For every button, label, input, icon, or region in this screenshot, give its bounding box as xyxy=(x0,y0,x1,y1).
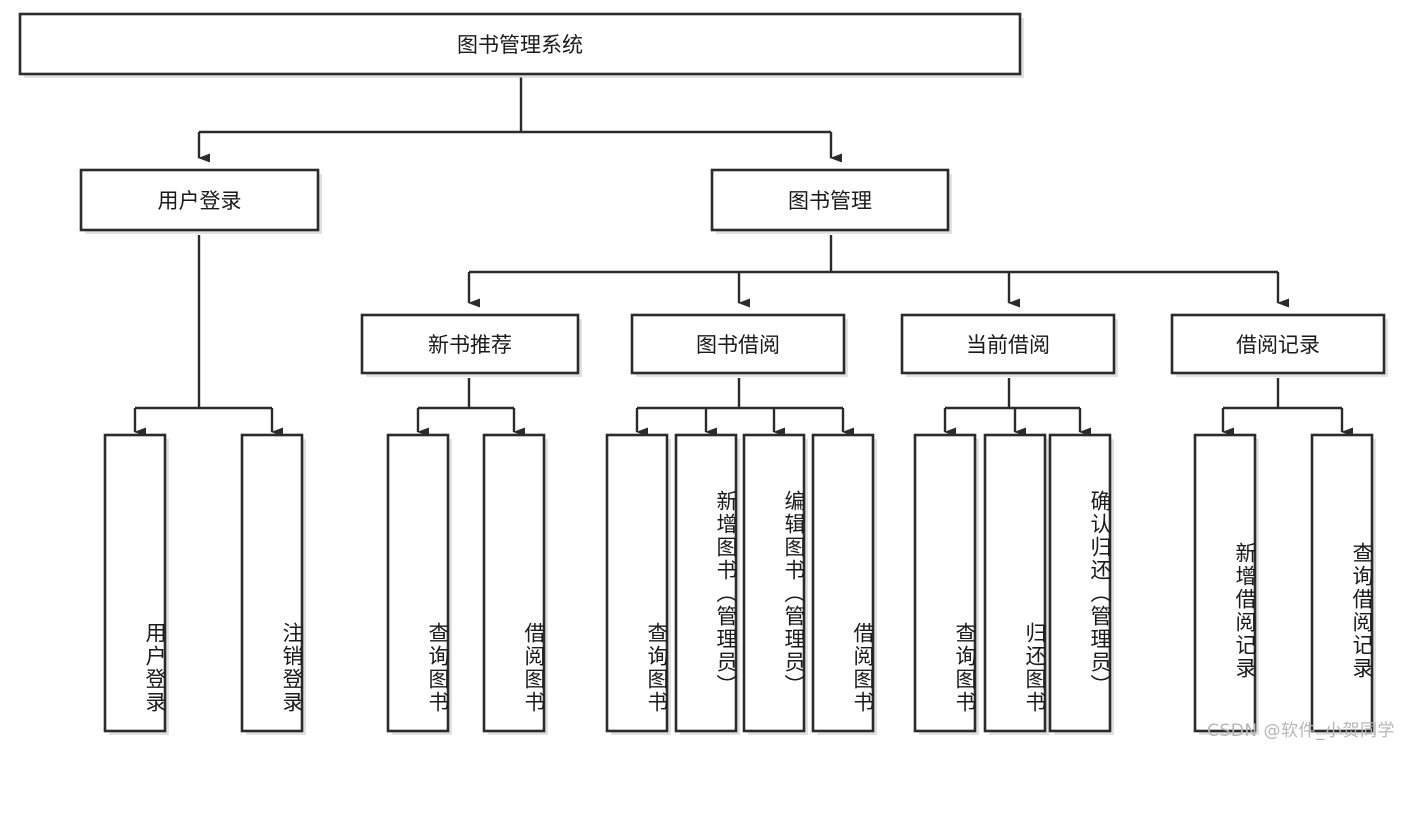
connector-borrowrecord-to-leaves xyxy=(1221,378,1353,437)
connector-bookborrow-to-leaves xyxy=(635,378,854,437)
node-leaf-add-book[interactable] xyxy=(674,433,740,735)
node-leaf-borrow-book-2[interactable] xyxy=(811,433,877,735)
node-leaf-add-record[interactable] xyxy=(1193,433,1259,735)
connector-bookmanage-to-level3 xyxy=(467,235,1289,308)
node-leaf-logout-login[interactable] xyxy=(240,433,306,735)
connector-currentborrow-to-leaves xyxy=(943,378,1091,437)
connector-root-to-level2 xyxy=(197,77,842,163)
connector-userlogin-to-leaves xyxy=(133,235,283,437)
connector-newbook-to-leaves xyxy=(416,378,525,437)
node-root[interactable] xyxy=(18,12,1024,78)
node-leaf-borrow-book-1[interactable] xyxy=(482,433,548,735)
watermark-text: CSDN @软件_小贺同学 xyxy=(1207,721,1395,741)
node-borrow-record[interactable] xyxy=(1170,313,1388,377)
node-leaf-query-book-3[interactable] xyxy=(913,433,979,735)
node-book-manage[interactable] xyxy=(710,168,952,234)
node-book-borrow[interactable] xyxy=(630,313,848,377)
node-leaf-return-book[interactable] xyxy=(983,433,1049,735)
node-leaf-confirm-return[interactable] xyxy=(1048,433,1114,735)
node-current-borrow[interactable] xyxy=(900,313,1118,377)
node-leaf-query-book-2[interactable] xyxy=(605,433,671,735)
node-leaf-user-login[interactable] xyxy=(103,433,169,735)
flowchart-svg xyxy=(18,12,1388,735)
diagram-canvas: 图书管理系统 用户登录 图书管理 新书推荐 图书借阅 当前借阅 借阅记录 用户登… xyxy=(18,12,1395,741)
node-user-login[interactable] xyxy=(79,168,322,234)
node-leaf-query-book-1[interactable] xyxy=(386,433,452,735)
node-new-book-recommend[interactable] xyxy=(360,313,582,377)
node-leaf-query-record[interactable] xyxy=(1310,433,1376,735)
node-leaf-edit-book[interactable] xyxy=(742,433,808,735)
